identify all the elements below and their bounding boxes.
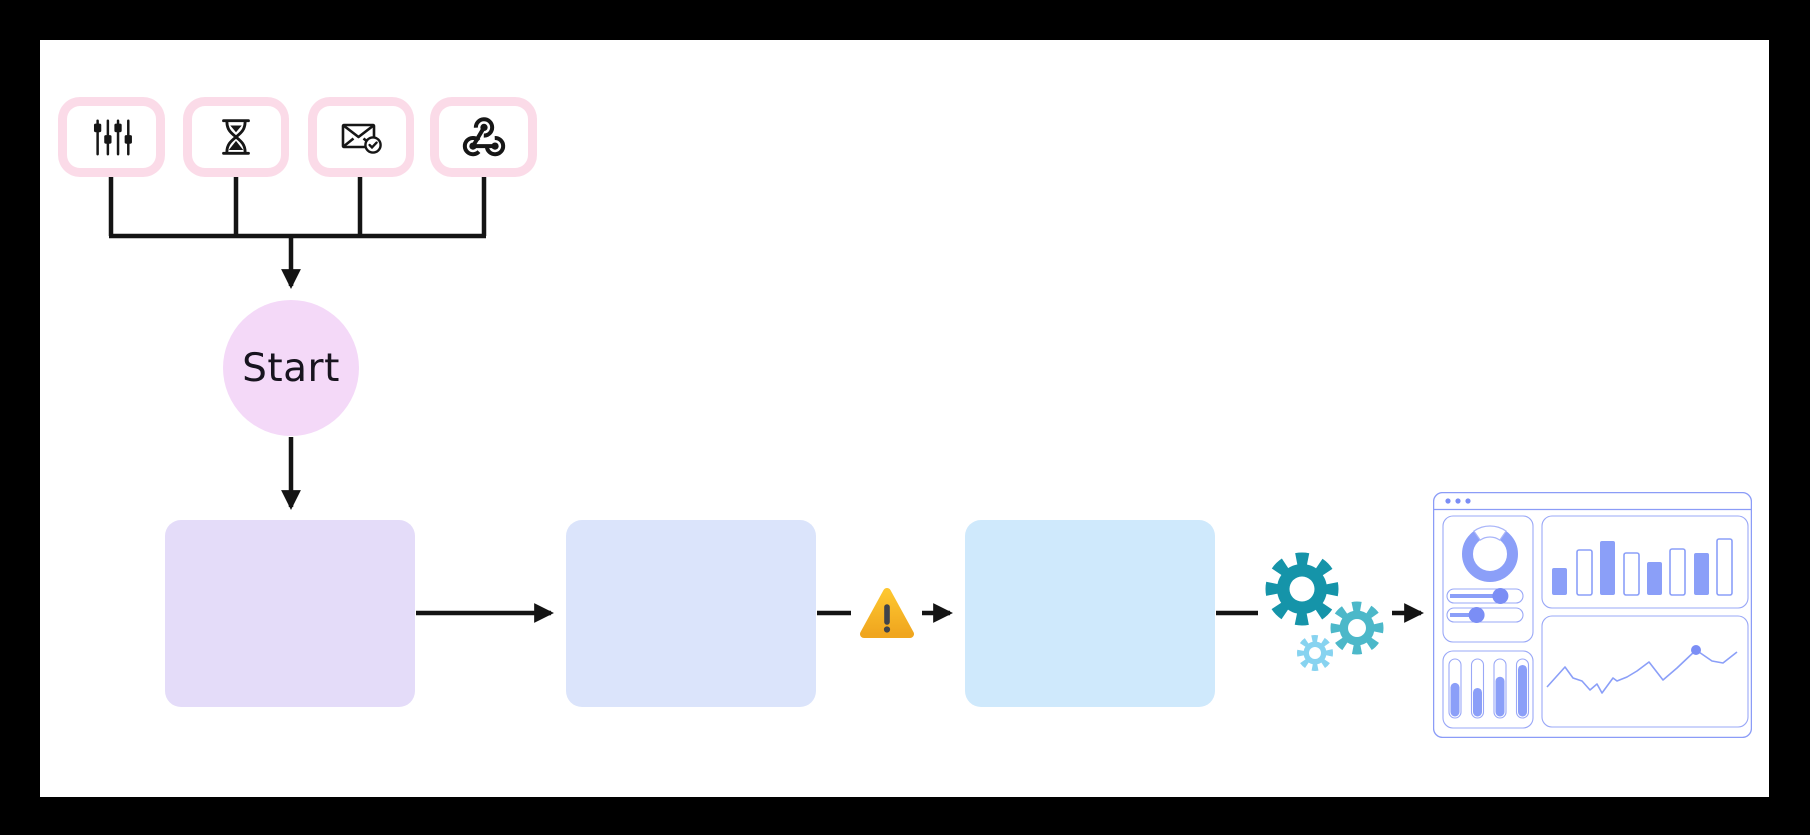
- panel-capsule-bars: [1442, 650, 1534, 729]
- gear-small: [1297, 635, 1333, 671]
- flow-box-2: [566, 520, 816, 707]
- sliders-icon: [93, 119, 132, 156]
- start-node-label: Start: [242, 345, 340, 391]
- panel-line-chart: [1541, 615, 1749, 728]
- trigger-inner: [67, 106, 156, 168]
- trigger-inner: [191, 106, 281, 168]
- webhook-icon: [462, 117, 505, 157]
- trigger-box-webhook: [430, 97, 537, 177]
- trigger-box-mail: [308, 97, 414, 177]
- mini-bar-chart: [1552, 538, 1733, 596]
- capsule-bars: [1448, 658, 1530, 719]
- slider-knobs: [1450, 588, 1509, 623]
- trigger-box-sliders: [58, 97, 165, 177]
- mail-check-icon: [341, 123, 382, 154]
- slider-row-2: [1446, 607, 1524, 623]
- flow-box-3: [965, 520, 1215, 707]
- window-dots: [1445, 498, 1471, 504]
- warning-icon: [860, 588, 914, 638]
- trigger-inner: [439, 106, 528, 168]
- trigger-box-hourglass: [183, 97, 289, 177]
- donut-chart: [1462, 525, 1518, 582]
- trigger-inner: [316, 106, 406, 168]
- mini-line-chart: [1546, 645, 1738, 694]
- gear-medium: [1330, 601, 1384, 655]
- hourglass-icon: [222, 119, 250, 155]
- gears-icon: [1265, 552, 1384, 671]
- flow-box-1: [165, 520, 415, 707]
- gear-large: [1265, 552, 1339, 626]
- start-node: Start: [223, 300, 359, 436]
- dashboard-illustration: [1433, 492, 1752, 738]
